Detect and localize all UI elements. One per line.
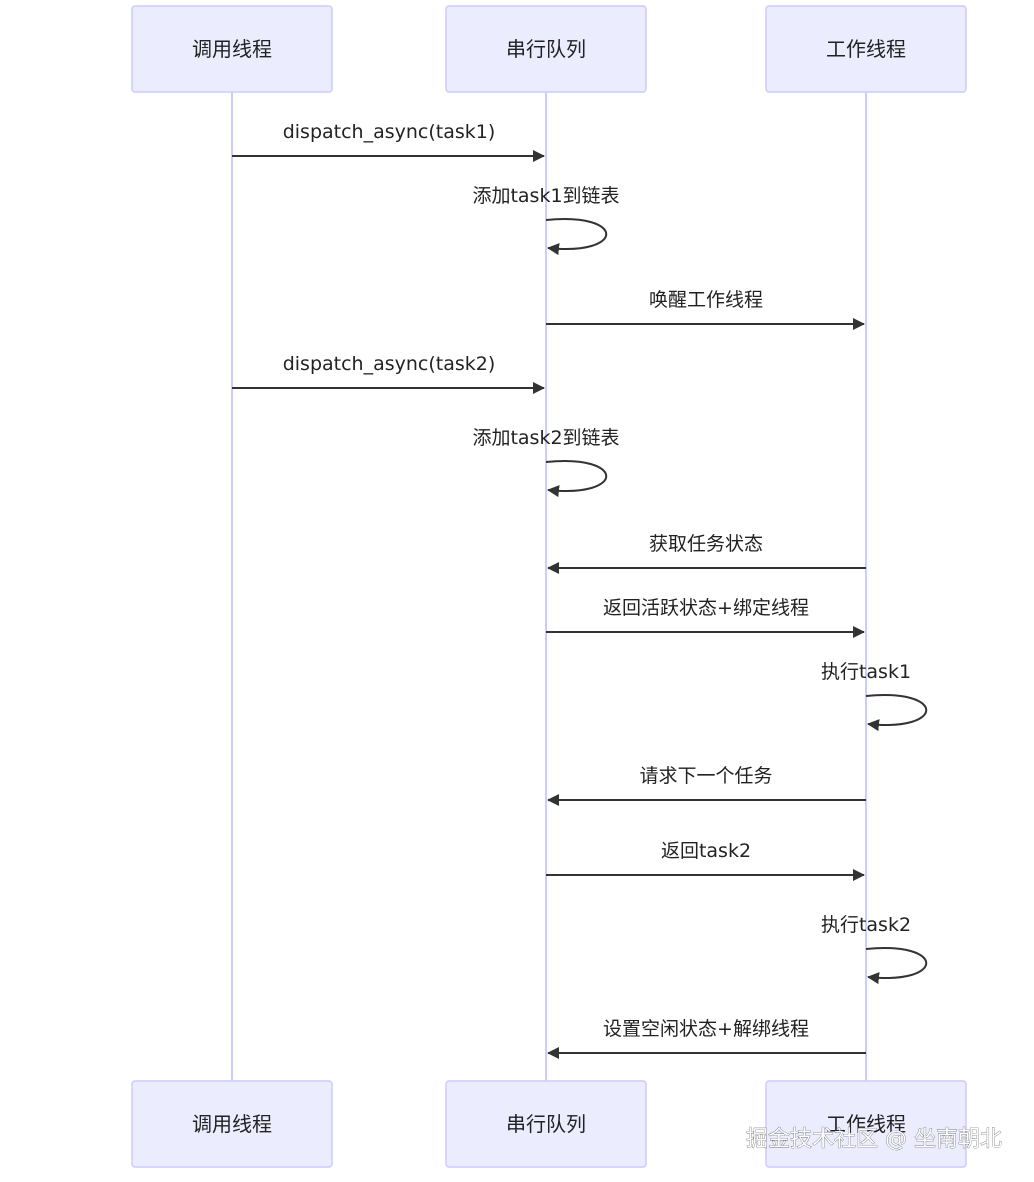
message-6: 获取任务状态: [547, 533, 866, 574]
actor-label: 工作线程: [826, 37, 906, 61]
actor-box: [131, 1080, 333, 1168]
actor-box: [131, 5, 333, 93]
message-label: 返回task2: [661, 840, 751, 862]
actor-label: 串行队列: [506, 1112, 586, 1136]
actor-worker-top: 工作线程: [765, 5, 967, 93]
actor-box: [445, 5, 647, 93]
message-label: 唤醒工作线程: [649, 289, 763, 311]
self-message-arrow: [545, 460, 608, 498]
actor-queue-bottom: 串行队列: [445, 1080, 647, 1168]
message-5: 添加task2到链表: [472, 427, 620, 498]
actor-label: 调用线程: [192, 1112, 272, 1136]
message-label: 设置空闲状态+解绑线程: [603, 1018, 809, 1040]
message-12: 设置空闲状态+解绑线程: [547, 1018, 866, 1059]
self-message-arrow: [545, 218, 608, 256]
actor-caller-bottom: 调用线程: [131, 1080, 333, 1168]
message-label: 添加task1到链表: [472, 185, 619, 207]
message-11: 执行task2: [821, 914, 928, 985]
message-label: 添加task2到链表: [472, 427, 619, 449]
self-message-arrow: [865, 947, 928, 985]
message-2: 添加task1到链表: [472, 185, 620, 256]
message-4: dispatch_async(task2): [232, 353, 545, 394]
lifelines: [231, 92, 867, 1081]
actor-box: [445, 1080, 647, 1168]
actor-caller-top: 调用线程: [131, 5, 333, 93]
message-label: 返回活跃状态+绑定线程: [603, 597, 809, 619]
actor-label: 串行队列: [506, 37, 586, 61]
message-8: 执行task1: [821, 661, 928, 732]
self-message-arrow: [865, 694, 928, 732]
message-10: 返回task2: [546, 840, 865, 881]
message-9: 请求下一个任务: [547, 765, 866, 806]
message-label: 请求下一个任务: [639, 765, 772, 787]
message-label: 执行task1: [821, 661, 911, 683]
actor-box: [765, 5, 967, 93]
actor-label: 调用线程: [192, 37, 272, 61]
message-label: dispatch_async(task2): [283, 353, 496, 375]
actors-top: 调用线程 串行队列 工作线程: [131, 5, 967, 93]
message-label: dispatch_async(task1): [283, 121, 496, 143]
actor-worker-bottom: 工作线程: [765, 1080, 967, 1168]
watermark-text: 掘金技术社区 @ 坐南朝北: [746, 1127, 1002, 1152]
message-label: 执行task2: [821, 914, 911, 936]
actor-label: 工作线程: [826, 1112, 906, 1136]
message-1: dispatch_async(task1): [232, 121, 545, 162]
message-7: 返回活跃状态+绑定线程: [546, 597, 865, 638]
actor-queue-top: 串行队列: [445, 5, 647, 93]
actors-bottom: 调用线程 串行队列 工作线程: [131, 1080, 967, 1168]
actor-box: [765, 1080, 967, 1168]
message-label: 获取任务状态: [649, 533, 763, 555]
message-3: 唤醒工作线程: [546, 289, 865, 330]
